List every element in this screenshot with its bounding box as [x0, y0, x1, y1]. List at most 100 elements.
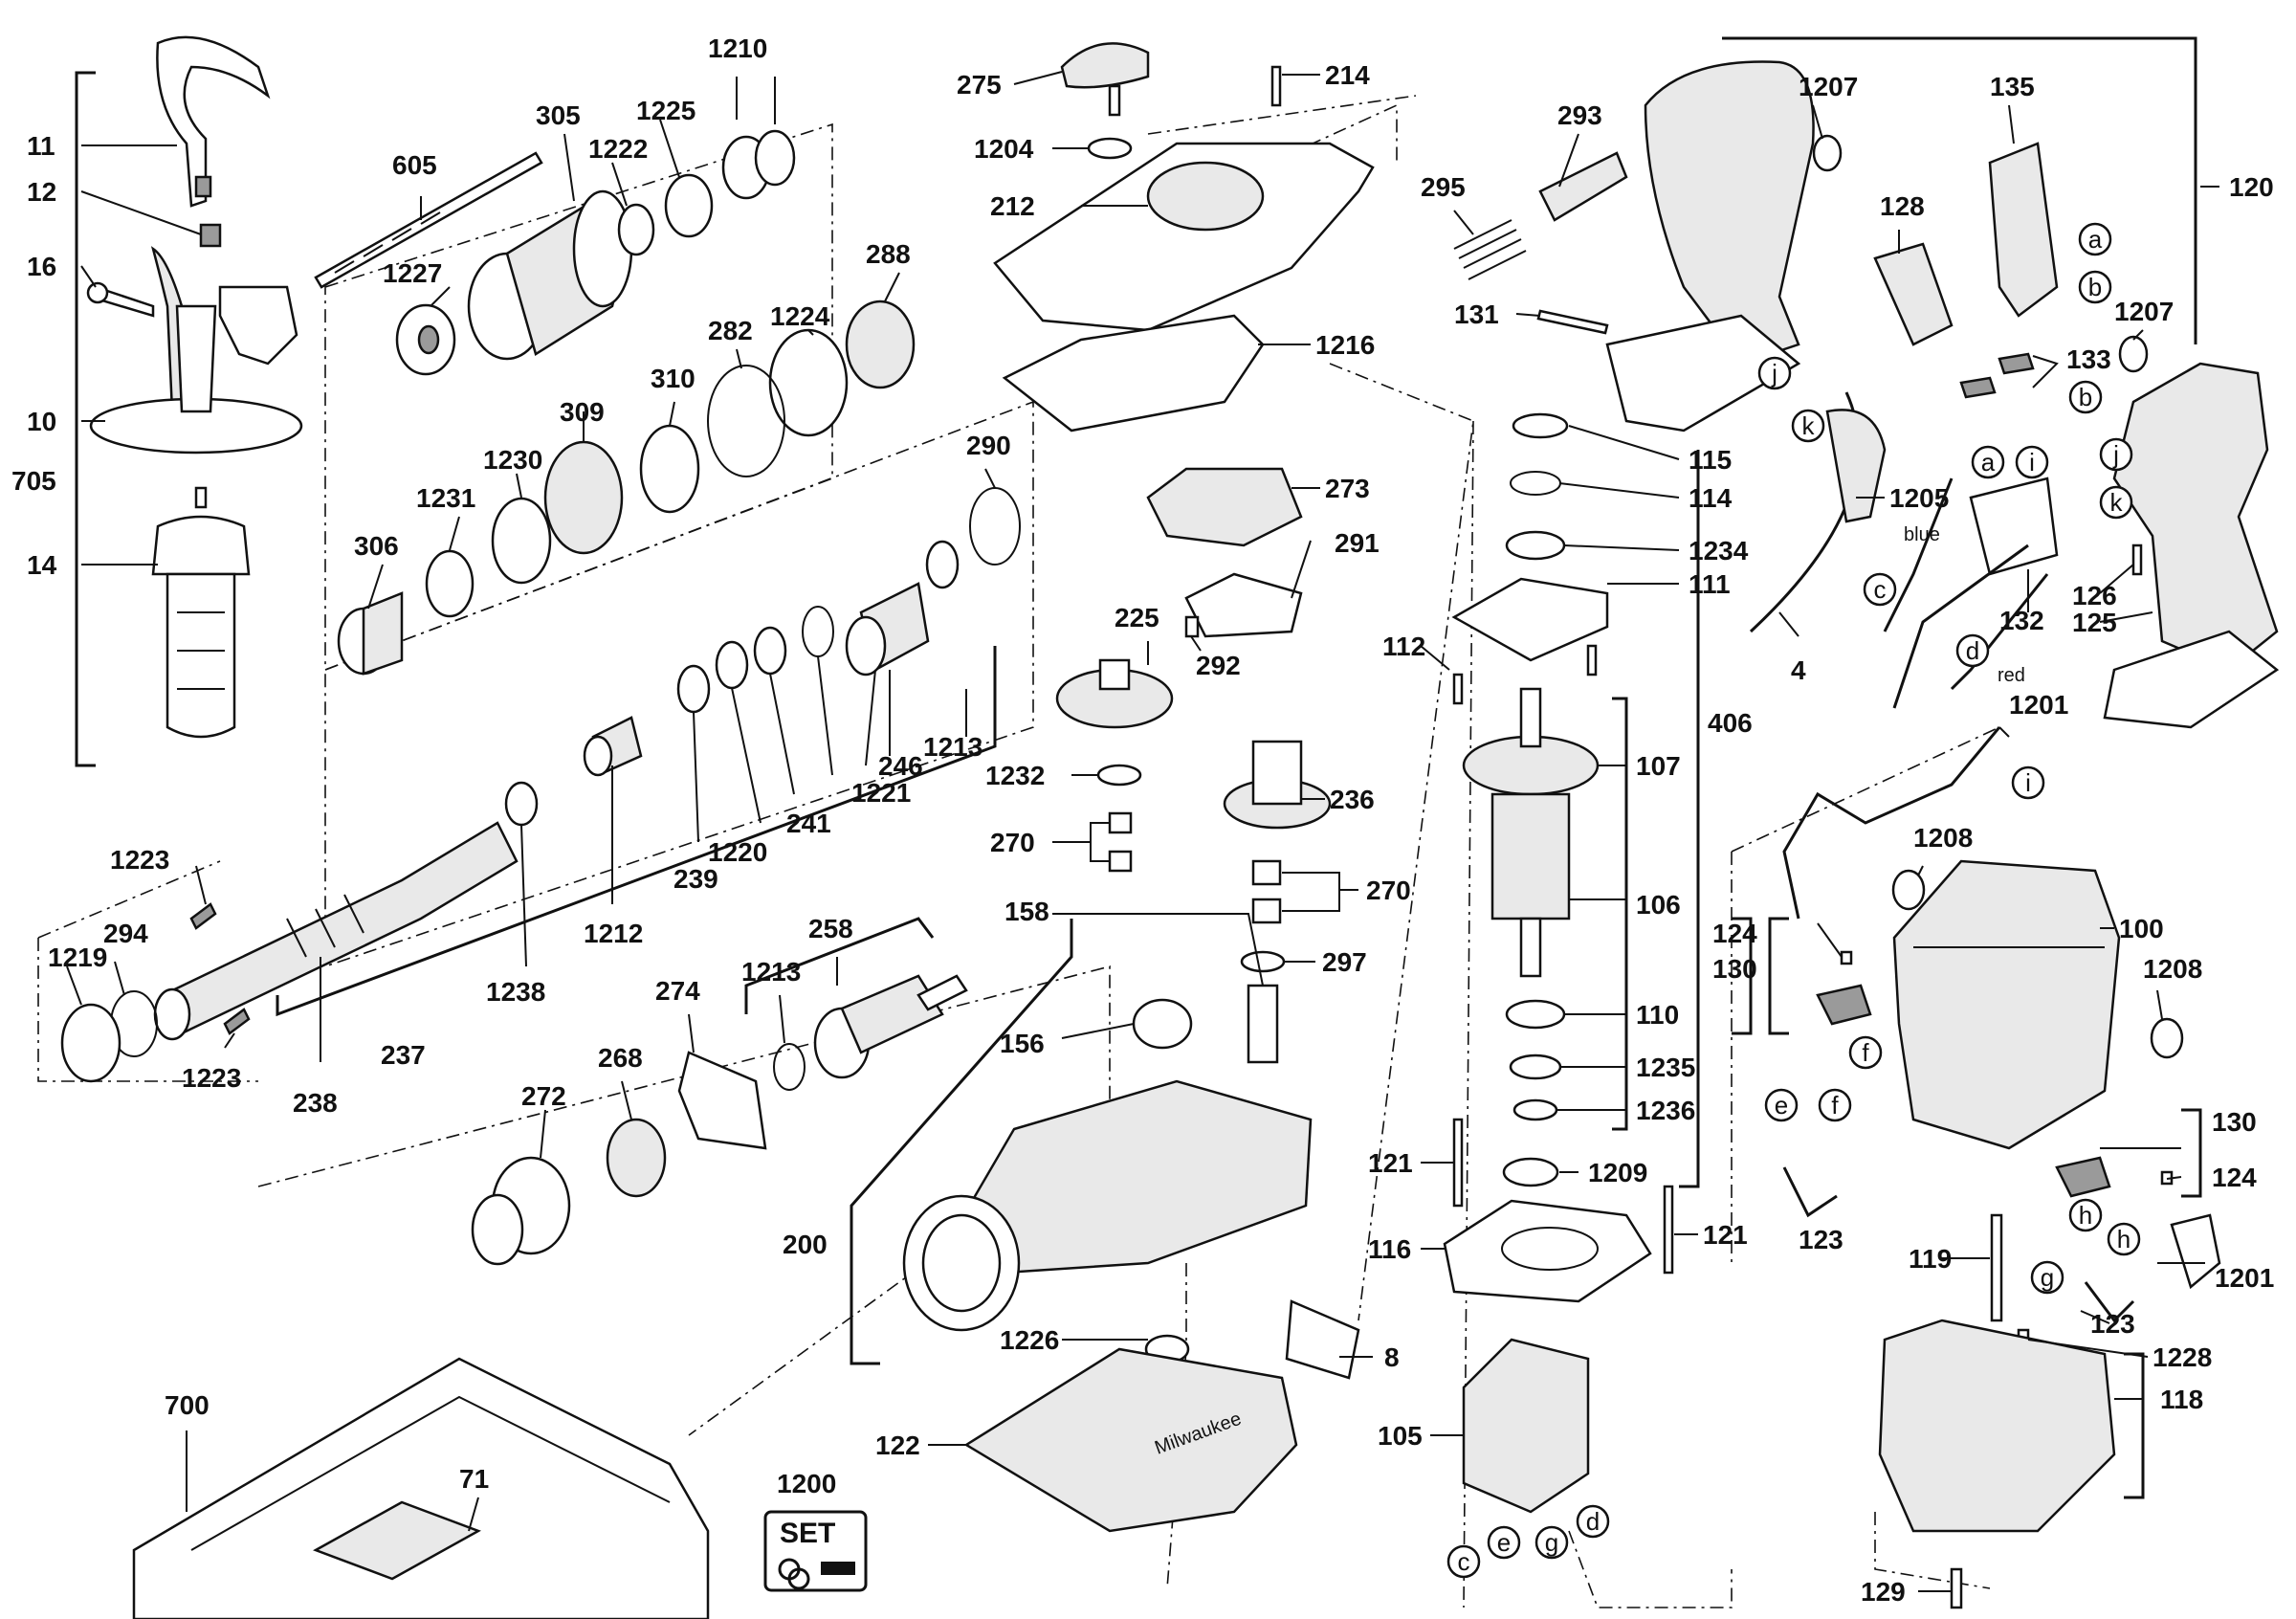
- part-label-270-a: 270: [990, 828, 1035, 857]
- part-label-1221: 1221: [851, 778, 911, 808]
- top-cover-assembly: [993, 42, 1375, 1064]
- part-label-200: 200: [783, 1230, 828, 1259]
- part-label-110: 110: [1636, 1000, 1679, 1030]
- callout-e-1: e: [1775, 1091, 1788, 1120]
- part-label-1232: 1232: [985, 761, 1045, 790]
- callout-i-2: i: [2025, 768, 2031, 797]
- callout-f-2: f: [1862, 1038, 1869, 1067]
- connection-callouts: a b j k b a i j k c d i e f f h g h c: [1446, 222, 2141, 1579]
- part-label-16: 16: [27, 252, 56, 281]
- part-label-293: 293: [1557, 100, 1602, 130]
- part-label-8: 8: [1384, 1342, 1400, 1372]
- part-label-1222: 1222: [588, 134, 648, 164]
- callout-b-2: b: [2079, 383, 2092, 411]
- part-label-1234: 1234: [1689, 536, 1749, 566]
- part-label-118: 118: [2160, 1385, 2203, 1414]
- wire-color-red: red: [1998, 665, 2025, 686]
- part-label-295: 295: [1421, 172, 1466, 202]
- callout-k-2: k: [2110, 488, 2124, 517]
- part-label-128: 128: [1880, 191, 1925, 221]
- part-label-1213-b: 1213: [741, 957, 801, 987]
- part-label-120: 120: [2229, 172, 2274, 202]
- part-label-130-b: 130: [2212, 1107, 2257, 1137]
- part-label-1213-a: 1213: [923, 732, 982, 762]
- part-label-105: 105: [1378, 1421, 1423, 1451]
- part-label-158: 158: [1004, 897, 1049, 926]
- callout-k-1: k: [1802, 411, 1816, 440]
- callout-b-1: b: [2088, 273, 2102, 301]
- part-label-238: 238: [293, 1088, 338, 1118]
- callout-c-1: c: [1874, 575, 1887, 604]
- set-badge-text: SET: [780, 1518, 835, 1549]
- part-label-115: 115: [1689, 445, 1732, 475]
- part-label-306: 306: [354, 531, 399, 561]
- part-label-131: 131: [1454, 299, 1499, 329]
- callout-f-1: f: [1831, 1091, 1839, 1120]
- callout-d-1: d: [1966, 636, 1979, 665]
- part-label-1201-b: 1201: [2215, 1263, 2274, 1293]
- part-label-1228: 1228: [2152, 1342, 2212, 1372]
- part-label-1200: 1200: [777, 1469, 836, 1498]
- part-label-119: 119: [1909, 1244, 1952, 1274]
- part-label-309: 309: [560, 397, 605, 427]
- part-label-700: 700: [165, 1390, 210, 1420]
- part-label-122: 122: [875, 1430, 920, 1460]
- part-label-1235: 1235: [1636, 1053, 1695, 1082]
- part-label-124-b: 124: [2212, 1163, 2257, 1192]
- callout-d-2: d: [1586, 1507, 1600, 1536]
- part-label-236: 236: [1330, 785, 1375, 814]
- part-label-11: 11: [27, 131, 55, 161]
- part-label-310: 310: [651, 364, 695, 393]
- part-label-241: 241: [786, 809, 831, 838]
- wire-color-blue: blue: [1904, 524, 1940, 545]
- part-label-114: 114: [1689, 483, 1733, 513]
- part-label-1227: 1227: [383, 258, 442, 288]
- part-label-133: 133: [2066, 344, 2111, 374]
- part-label-268: 268: [598, 1043, 643, 1073]
- part-label-282: 282: [708, 316, 753, 345]
- part-label-121-b: 121: [1703, 1220, 1748, 1250]
- chuck-assembly: [314, 129, 916, 676]
- part-label-212: 212: [990, 191, 1035, 221]
- leader-lines: [66, 71, 2219, 1592]
- set-badge: SET: [763, 1510, 868, 1592]
- part-label-71: 71: [459, 1464, 489, 1494]
- part-label-1223-b: 1223: [182, 1063, 241, 1093]
- part-label-14: 14: [27, 550, 57, 580]
- callout-c-2: c: [1458, 1547, 1470, 1576]
- part-label-605: 605: [392, 150, 437, 180]
- part-label-291: 291: [1335, 528, 1380, 558]
- callout-a-2: a: [1981, 448, 1996, 477]
- callout-a-1: a: [2088, 225, 2103, 254]
- part-label-292: 292: [1196, 651, 1241, 680]
- callout-i-1: i: [2029, 448, 2035, 477]
- part-label-4: 4: [1791, 655, 1806, 685]
- part-label-1207-b: 1207: [2114, 297, 2174, 326]
- callout-j-2: j: [2112, 440, 2119, 469]
- part-label-237: 237: [381, 1040, 426, 1070]
- part-label-258: 258: [808, 914, 853, 943]
- part-label-273: 273: [1325, 474, 1370, 503]
- part-label-305: 305: [536, 100, 581, 130]
- part-label-10: 10: [27, 407, 56, 436]
- part-label-270-b: 270: [1366, 876, 1411, 905]
- part-label-112: 112: [1382, 632, 1425, 661]
- part-label-135: 135: [1990, 72, 2035, 101]
- part-label-12: 12: [27, 177, 56, 207]
- part-label-1201-a: 1201: [2009, 690, 2068, 720]
- part-label-123-b: 123: [2090, 1309, 2135, 1339]
- part-label-297: 297: [1322, 947, 1367, 977]
- motor-housing-assembly: [1732, 726, 2221, 1609]
- part-label-156: 156: [1000, 1029, 1045, 1058]
- callout-g-2: g: [1545, 1528, 1558, 1557]
- part-label-246: 246: [878, 751, 923, 781]
- part-label-225: 225: [1115, 603, 1159, 632]
- part-label-126: 126: [2072, 581, 2117, 610]
- rear-handle-assembly: [1453, 36, 2280, 729]
- callout-j-1: j: [1771, 359, 1777, 388]
- part-label-1223-a: 1223: [110, 845, 169, 875]
- part-label-1204: 1204: [974, 134, 1034, 164]
- part-label-1205: 1205: [1889, 483, 1949, 513]
- part-label-129: 129: [1861, 1577, 1906, 1607]
